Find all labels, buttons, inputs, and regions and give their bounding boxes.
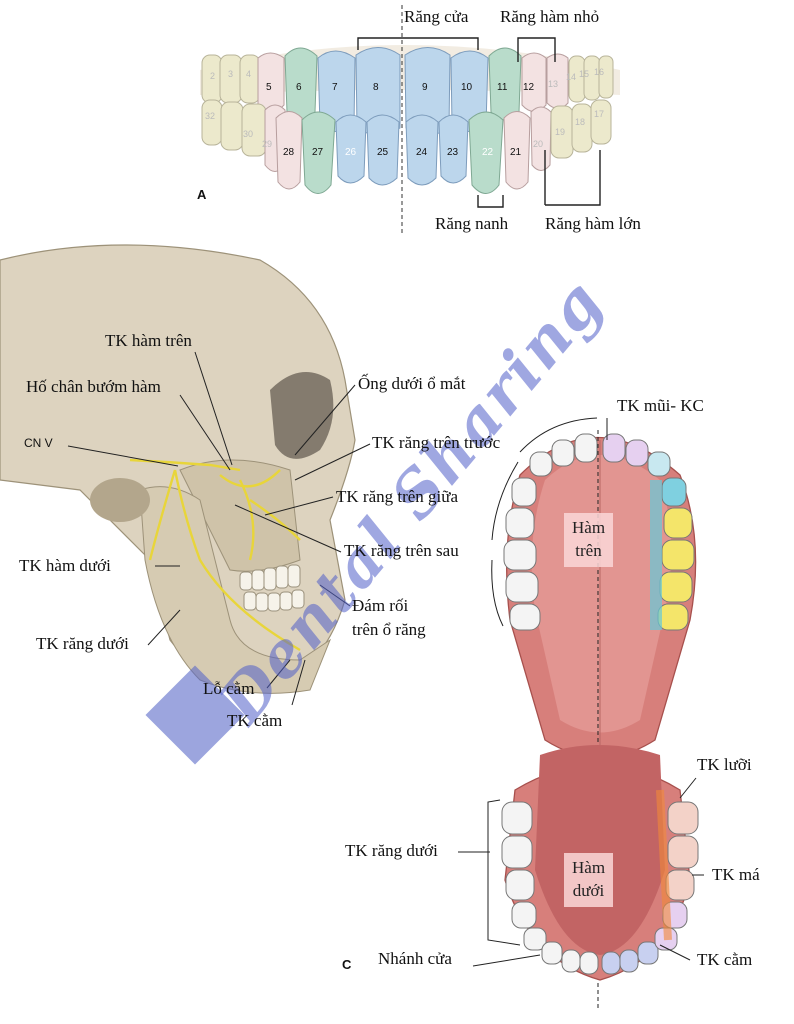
label-tren-o-rang: trên ổ răng — [352, 620, 426, 639]
tooth-number: 15 — [579, 69, 590, 79]
upper-teeth-row — [201, 47, 614, 136]
tooth-number: 13 — [548, 79, 559, 89]
label-tk-cam-skull: TK cằm — [227, 711, 283, 730]
label-tk-cam-jaw: TK cằm — [697, 950, 753, 969]
tooth-21 — [503, 111, 531, 190]
label-rang-cua: Răng cửa — [404, 7, 469, 26]
label-rang-ham-lon: Răng hàm lớn — [545, 214, 641, 233]
tooth-number: 3 — [228, 69, 234, 79]
tooth-number: 25 — [377, 147, 389, 158]
label-tk-mui-kc: TK mũi- KC — [617, 396, 704, 415]
label-tk-ham-duoi: TK hàm dưới — [19, 556, 111, 575]
label-tk-rang-duoi-jaw: TK răng dưới — [345, 841, 438, 860]
label-dam-roi: Đám rối — [352, 596, 409, 615]
tooth-number: 5 — [266, 82, 272, 93]
tooth-number: 29 — [262, 139, 273, 149]
tooth-26 — [335, 114, 367, 184]
tooth-number: 18 — [575, 117, 586, 127]
tooth-number: 6 — [296, 82, 302, 93]
label-rang-ham-nho: Răng hàm nhỏ — [500, 7, 600, 26]
label-tk-ham-tren: TK hàm trên — [105, 331, 192, 350]
label-cn-v: CN V — [24, 436, 53, 450]
label-ham-duoi: Hàm dưới — [564, 853, 614, 907]
tooth-number: 21 — [510, 147, 522, 158]
label-tk-rang-duoi: TK răng dưới — [36, 634, 129, 653]
tooth-number: 17 — [594, 109, 605, 119]
watermark-logo — [145, 665, 245, 765]
tooth-number: 23 — [447, 147, 459, 158]
upper-jaw-illustration — [503, 433, 697, 759]
tooth-number: 26 — [345, 147, 357, 158]
tooth-number: 11 — [497, 82, 508, 93]
label-tk-luoi: TK lưỡi — [697, 755, 752, 774]
label-tk-rang-tren-truoc: TK răng trên trước — [372, 433, 501, 452]
label-tk-rang-tren-sau: TK răng trên sau — [344, 541, 459, 560]
tooth-number: 9 — [422, 82, 428, 93]
label-lo-cam: Lỗ cằm — [203, 679, 255, 698]
label-ong-duoi-o-mat: Ống dưới ổ mắt — [358, 374, 466, 393]
tooth-number: 12 — [523, 82, 535, 93]
tooth-number: 14 — [566, 72, 577, 82]
label-tk-rang-tren-giua: TK răng trên giữa — [336, 487, 459, 506]
tooth-number: 27 — [312, 147, 324, 158]
label-ham-tren: Hàm trên — [564, 513, 614, 567]
panel-c-letter: C — [342, 957, 352, 972]
tooth-number: 28 — [283, 147, 295, 158]
tooth-22 — [468, 111, 504, 194]
label-rang-nanh: Răng nanh — [435, 214, 509, 233]
tooth-number: 16 — [594, 67, 605, 77]
tooth-28 — [275, 111, 303, 190]
ham-duoi-line1: Hàm — [572, 858, 606, 877]
label-nhanh-cua: Nhánh cửa — [378, 949, 452, 968]
tooth-number: 19 — [555, 127, 566, 137]
label-ho-chan-buom-ham: Hố chân bướm hàm — [26, 377, 161, 396]
tooth-12 — [521, 52, 547, 112]
tooth-number: 8 — [373, 82, 379, 93]
tooth-number: 20 — [533, 139, 544, 149]
tooth-number: 10 — [461, 82, 473, 93]
tooth-number: 30 — [243, 129, 254, 139]
lower-teeth-row — [201, 99, 612, 194]
tooth-number: 2 — [210, 71, 216, 81]
tooth-27 — [301, 111, 336, 194]
panel-a-letter: A — [197, 187, 207, 202]
tooth-23 — [438, 114, 469, 184]
tooth-25 — [366, 114, 400, 186]
tooth-number: 4 — [246, 69, 252, 79]
ham-tren-line1: Hàm — [572, 518, 606, 537]
ham-tren-line2: trên — [575, 540, 602, 560]
label-tk-ma: TK má — [712, 865, 760, 884]
tooth-number: 7 — [332, 82, 338, 93]
tooth-number: 24 — [416, 147, 428, 158]
tooth-24 — [405, 114, 439, 186]
tooth-number: 32 — [205, 111, 216, 121]
ham-duoi-line2: dưới — [572, 880, 605, 900]
skull-illustration — [0, 244, 356, 694]
tooth-number: 22 — [482, 147, 494, 158]
